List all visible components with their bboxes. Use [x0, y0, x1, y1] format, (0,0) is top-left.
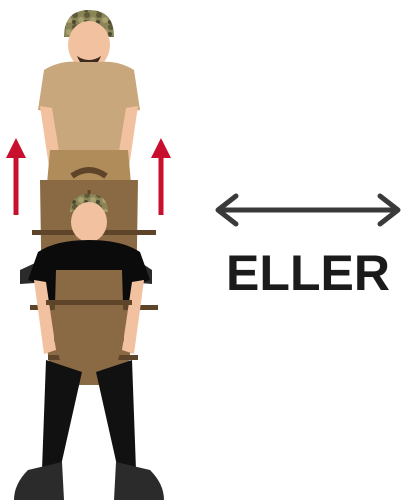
eller-label: ELLER	[218, 248, 398, 298]
up-arrow-icon	[6, 138, 26, 215]
up-arrow-icon	[151, 138, 171, 215]
front-soldier	[14, 194, 164, 500]
double-headed-arrow-icon	[218, 196, 398, 224]
